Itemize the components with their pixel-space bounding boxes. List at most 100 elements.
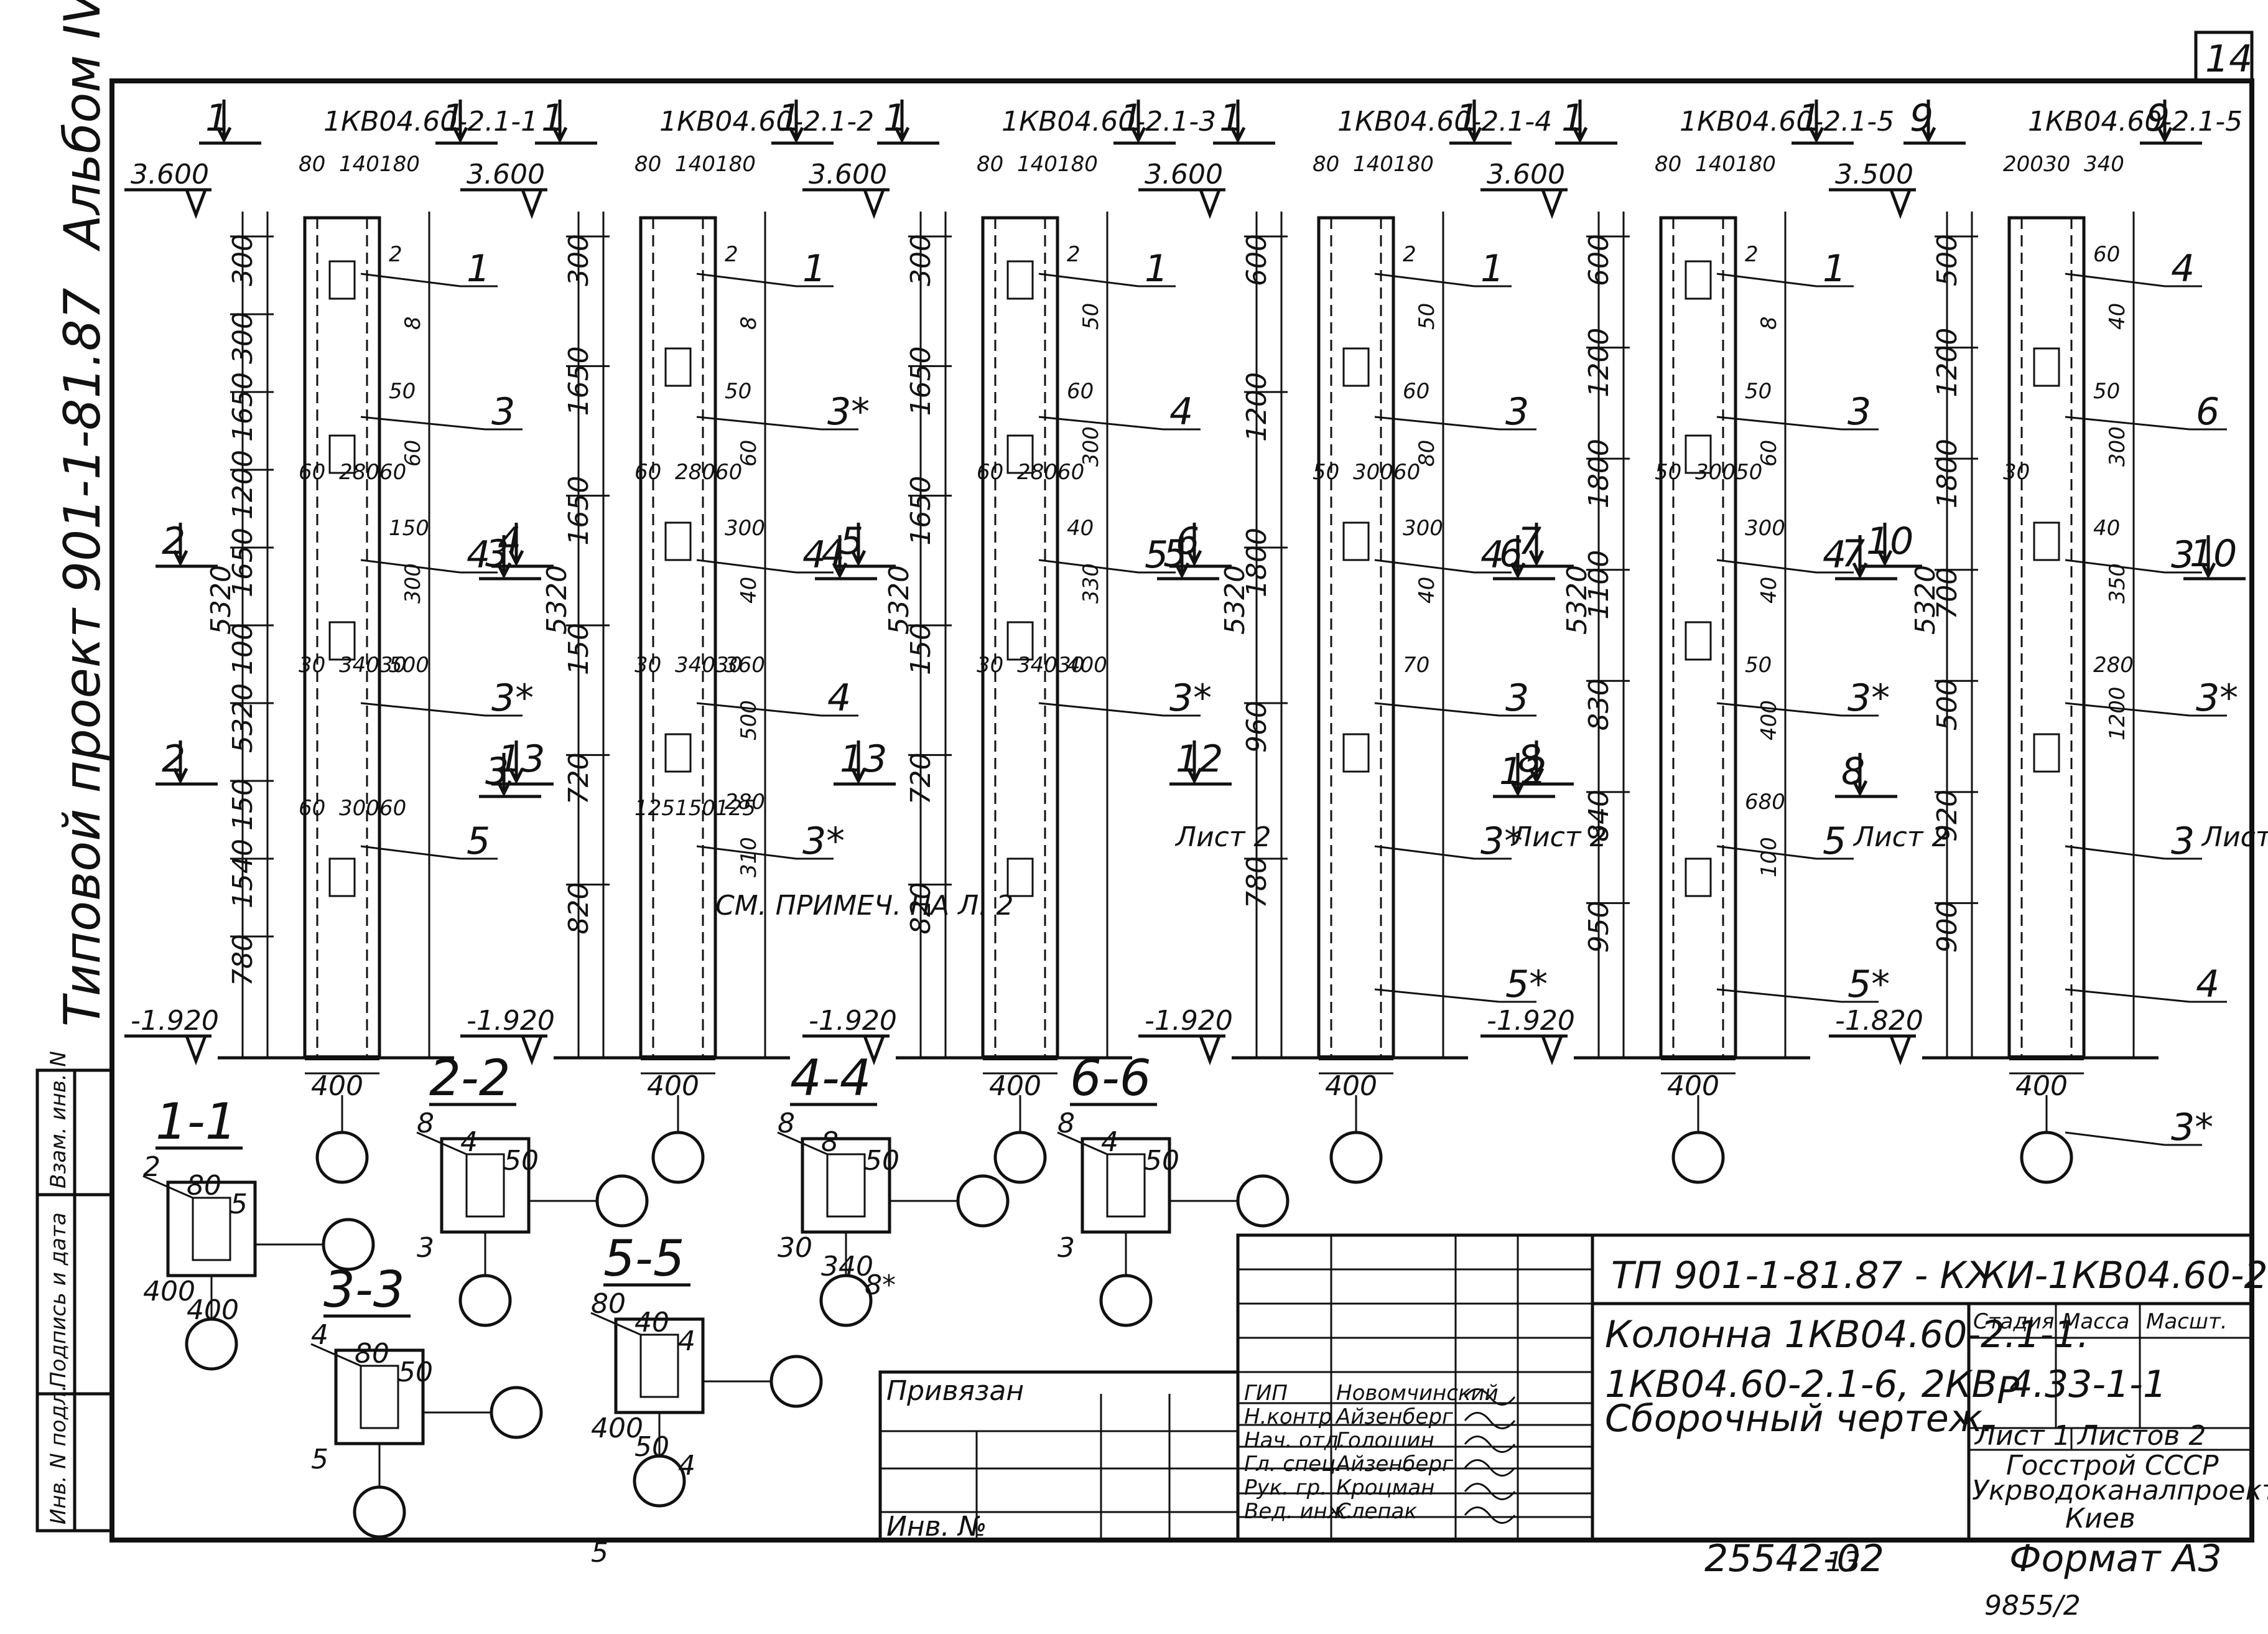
detail-dimension: 330 [1079, 563, 1104, 604]
vertical-dimension: 1540 [227, 839, 259, 908]
horizontal-dimension: 60 [715, 460, 742, 485]
column-mark: 1КВ04.60-2.1-1 [323, 106, 538, 138]
staff-row: Нач. отд.Голошин [1244, 1428, 1516, 1453]
organization-line1: Госстрой СССР [2006, 1450, 2219, 1482]
sheets-label: Листов 2 [2076, 1420, 2206, 1452]
stage-header: Стадия [1973, 1309, 2054, 1334]
cut-arrow-head [850, 767, 867, 785]
section-cut-mark: 8 [1512, 737, 1574, 786]
embedded-plate [1685, 434, 1712, 474]
vertical-dimension: 1650 [905, 476, 937, 546]
detail-dimension: 40 [737, 577, 761, 604]
cut-arrow-head [172, 549, 188, 567]
section-cut-mark: 12 [1169, 737, 1232, 786]
leader-line [1716, 845, 1817, 860]
top-level-mark: 3.600 [809, 159, 887, 190]
horizontal-dimension: 50 [1313, 460, 1339, 485]
column-body [2007, 216, 2086, 1060]
embedded-plate [1685, 857, 1712, 897]
detail-dimension: 40 [1757, 577, 1782, 604]
column-body [639, 216, 717, 1060]
axis-marker-circle [2020, 1131, 2073, 1184]
section-cut-mark: 13 [834, 737, 896, 786]
vertical-dimension: 150 [563, 623, 595, 675]
embedded-plate [2033, 733, 2060, 773]
vertical-dimension: 1800 [1931, 439, 1963, 508]
callout-label: 4 [1480, 533, 1504, 577]
callout-label: 3 [491, 390, 515, 434]
leader-line [2065, 416, 2190, 431]
axis-marker-circle [819, 1274, 873, 1327]
section-plate [1106, 1153, 1146, 1218]
axis-marker-circle [353, 1485, 406, 1539]
detail-dimension: 8 [737, 316, 761, 330]
horizontal-dimension: 80 [1313, 152, 1339, 177]
embedded-plate [328, 857, 356, 897]
horizontal-dimension: 180 [715, 152, 756, 177]
detail-dimension: 40 [2105, 303, 2130, 330]
horizontal-dimension: 30 [2003, 460, 2030, 485]
leader-line [1038, 702, 1164, 717]
callout-label: 5* [1847, 963, 1890, 1006]
detail-dimension: 680 [1745, 790, 1785, 815]
axis-marker-circle [595, 1174, 649, 1228]
cut-arrow-head [1130, 126, 1146, 144]
axis-marker-circle [769, 1355, 823, 1408]
axis-marker-circle [458, 1274, 512, 1327]
callout-label: 6 [2196, 390, 2219, 434]
cut-arrow-head [1186, 767, 1202, 785]
level-triangle [1541, 1035, 1563, 1066]
column-mark: 1КВ04.60-2.1-5 [2028, 106, 2242, 138]
bottom-level-mark: -1.920 [131, 1005, 219, 1037]
vertical-dimension: 1200 [1583, 328, 1615, 398]
level-triangle [1889, 189, 1912, 220]
total-height-label: 5320 [205, 565, 237, 635]
horizontal-dimension: 30 [634, 653, 661, 678]
detail-dimension: 360 [725, 653, 765, 678]
signature-scribble [1464, 1506, 1516, 1524]
section-cut-mark: 9 [1903, 96, 1966, 145]
staff-row: Вед. инж.Слепак [1244, 1499, 1516, 1524]
vertical-dimension: 900 [1931, 900, 1963, 953]
callout-label: 5* [1505, 963, 1548, 1006]
cut-arrow-head [452, 126, 468, 144]
vertical-dimension: 300 [227, 234, 259, 286]
vertical-dimension: 1650 [227, 528, 259, 597]
axis-marker-circle [490, 1386, 543, 1439]
detail-dimension: 280 [2093, 653, 2134, 678]
leader-line [1038, 273, 1139, 287]
leader-line [696, 845, 797, 860]
side-stamp: Инв. N подл. Подпись и дата Взам. инв. N [35, 1051, 114, 1533]
embedded-plate [664, 521, 692, 561]
bottom-level-mark: -1.920 [809, 1005, 897, 1037]
section-plate [639, 1333, 679, 1398]
embedded-plate [2033, 347, 2060, 387]
embedded-plate [1342, 521, 1370, 561]
vertical-dimension: 600 [1241, 234, 1273, 286]
detail-dimension: 300 [2105, 426, 2130, 467]
callout-label: 3 [1505, 390, 1529, 434]
level-triangle [521, 1035, 543, 1066]
cut-arrow-head [850, 549, 867, 567]
section-cut-mark: 1 [1449, 96, 1512, 145]
top-level-mark: 3.600 [1487, 159, 1565, 190]
sheet-number-box [2194, 30, 2254, 83]
section-cut-mark: 1 [877, 96, 939, 145]
section-cut-mark: 2 [156, 737, 218, 786]
section-dimension: 40 [634, 1307, 669, 1338]
detail-dimension: 60 [1403, 379, 1429, 404]
staff-role: Нач. отд. [1244, 1428, 1345, 1453]
level-triangle [1199, 189, 1221, 220]
embedded-plate [1006, 260, 1034, 300]
section-cut-mark: 7 [1835, 532, 1897, 581]
column-width-label: 400 [311, 1070, 363, 1102]
column-width-label: 400 [1325, 1070, 1377, 1102]
sheet-reference: Лист 2 [1852, 821, 1949, 853]
horizontal-dimension: 60 [299, 796, 325, 821]
staff-name: Айзенберг [1335, 1404, 1454, 1429]
